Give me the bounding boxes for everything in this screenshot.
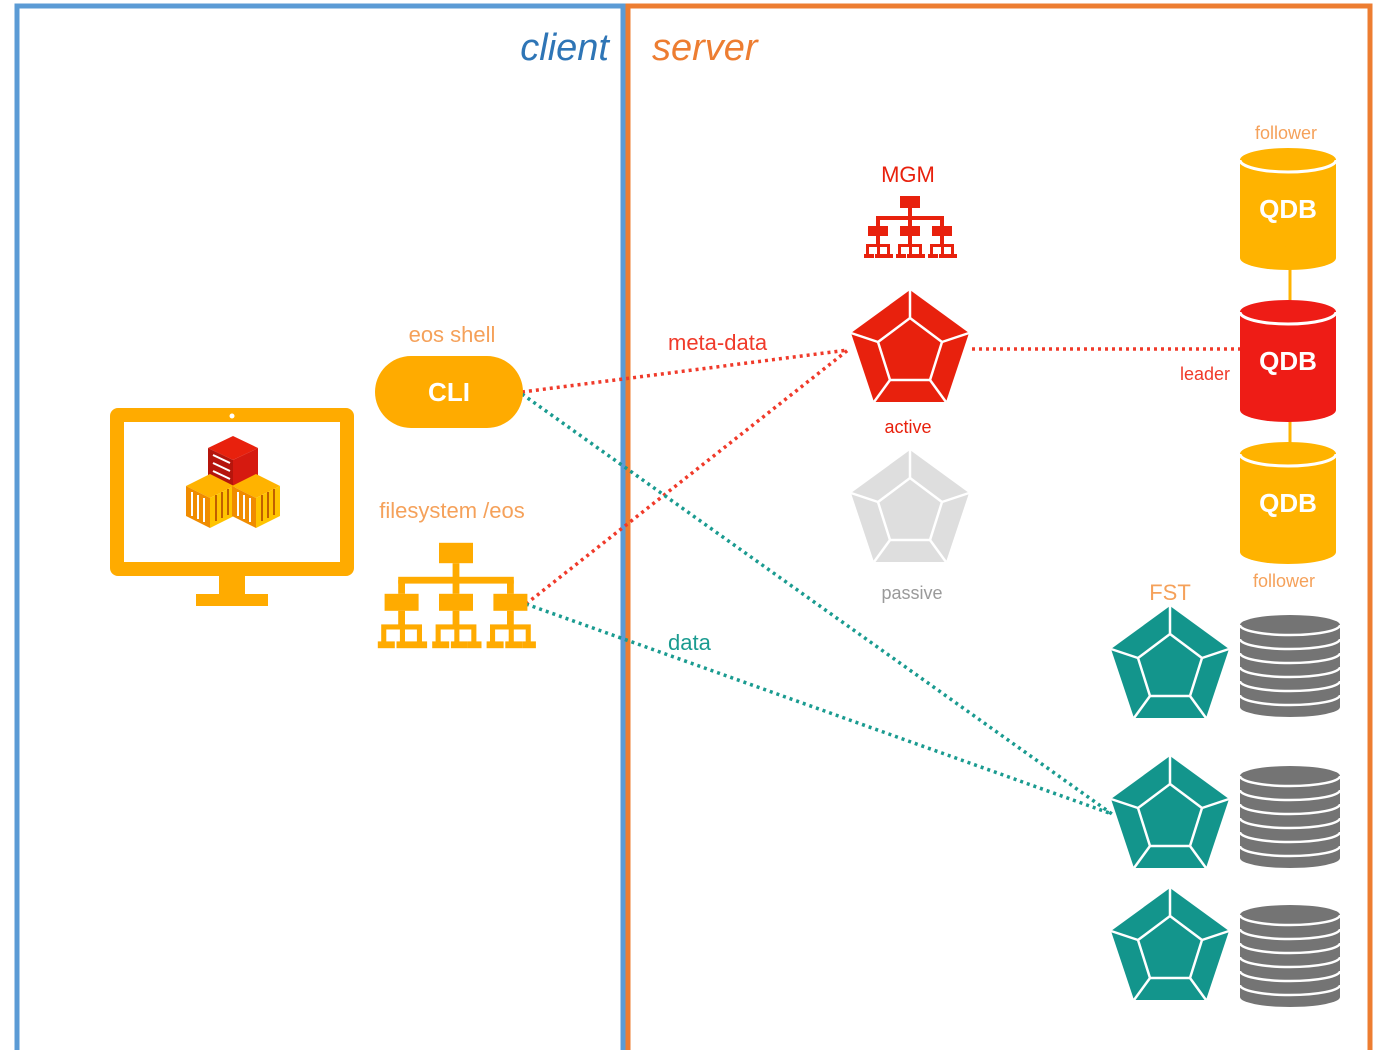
data-links <box>520 392 1114 816</box>
mgm-title: MGM <box>881 162 935 187</box>
mgm-tree-icon <box>864 196 957 258</box>
monitor-camera-dot <box>229 413 235 419</box>
qdb-leader[interactable]: QDB <box>1238 300 1338 422</box>
cli-to-fst-link <box>520 392 1114 816</box>
fst-node-3[interactable] <box>1109 886 1231 1002</box>
filesystem-label: filesystem /eos <box>379 498 525 523</box>
filesystem-to-mgm-link <box>524 348 850 606</box>
cli-label: CLI <box>428 377 470 407</box>
qdb-follower-bottom[interactable]: QDB <box>1238 442 1338 564</box>
cli-to-mgm-link <box>521 348 849 394</box>
disk-stack-3-icon <box>1238 903 1342 1009</box>
cli-button[interactable]: CLI <box>375 356 523 428</box>
qdb-leader-label: QDB <box>1259 346 1317 376</box>
qdb-leader-caption: leader <box>1180 364 1230 384</box>
meta-data-link-label: meta-data <box>668 330 768 355</box>
monitor-neck <box>219 576 245 596</box>
client-pane-border <box>14 3 626 1050</box>
qdb-follower-top-label: QDB <box>1259 194 1317 224</box>
server-pane-border <box>625 3 1373 1050</box>
mgm-active-node[interactable] <box>849 288 971 404</box>
workstation <box>110 408 354 606</box>
fst-title: FST <box>1149 580 1191 605</box>
monitor-base <box>196 594 268 606</box>
fst-node-1[interactable] <box>1109 604 1231 720</box>
mgm-active-label: active <box>884 417 931 437</box>
server-pane-title: server <box>652 27 759 69</box>
disk-stack-2-icon <box>1238 764 1342 870</box>
data-link-label: data <box>668 630 712 655</box>
client-pane-title: client <box>520 27 610 69</box>
qdb-bottom-follower-caption: follower <box>1253 571 1315 591</box>
filesystem-to-fst-link <box>525 602 1113 816</box>
qdb-top-follower-caption: follower <box>1255 123 1317 143</box>
disk-stack-1-icon <box>1238 613 1342 719</box>
filesystem-tree-icon <box>377 542 536 649</box>
qdb-follower-top[interactable]: QDB <box>1238 148 1338 270</box>
fst-node-2[interactable] <box>1109 754 1231 870</box>
qdb-follower-bottom-label: QDB <box>1259 488 1317 518</box>
eos-logo <box>186 436 280 528</box>
mgm-passive-node[interactable] <box>849 448 971 564</box>
meta-data-links <box>521 347 1240 606</box>
eos-shell-label: eos shell <box>409 322 496 347</box>
mgm-passive-label: passive <box>881 583 942 603</box>
